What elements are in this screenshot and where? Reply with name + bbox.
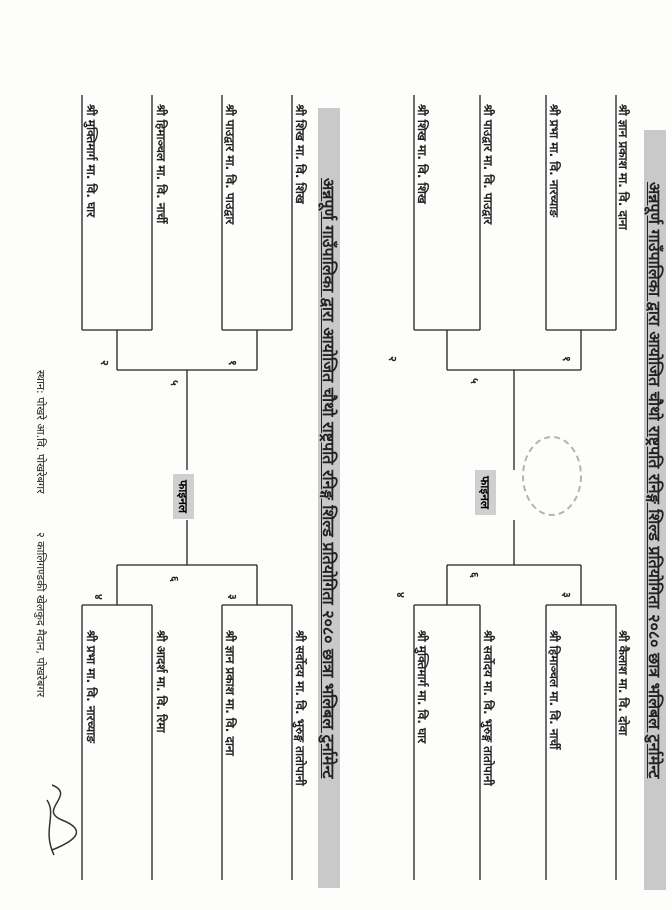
team-1-left-4: श्री शिख मा. वि. शिख bbox=[415, 104, 429, 204]
team-1-right-3: श्री सर्वोदय मा. वि. भुरुङ्ग तातोपानी bbox=[481, 630, 495, 786]
match-num-2-5: ५ bbox=[168, 380, 181, 386]
footer-venue: २ कालिगण्डकी खेलकुद मैदान, पोखरेबगर bbox=[34, 532, 47, 698]
match-num-1-4: ४ bbox=[394, 592, 407, 598]
team-1-left-2: श्री प्रभा मा. वि. नारच्याङ bbox=[547, 104, 561, 218]
match-num-1-5: ५ bbox=[468, 378, 481, 384]
stamp-seal bbox=[522, 436, 582, 516]
team-2-left-1: श्री शिख मा. वि. शिख bbox=[293, 104, 307, 204]
final-label-2: फाइनल bbox=[173, 474, 194, 520]
team-2-right-1: श्री सर्वोदय मा. वि. भुरुङ्ग तातोपानी bbox=[293, 630, 307, 786]
match-num-1-6: ६ bbox=[468, 572, 481, 578]
team-1-left-3: श्री पाउद्वार मा. वि. पाउद्वार bbox=[481, 104, 495, 225]
signature bbox=[46, 784, 78, 856]
team-2-right-3: श्री आदर्श मा. वि. रिमा bbox=[154, 630, 168, 733]
match-num-2-3: ३ bbox=[226, 594, 239, 600]
footer-place: स्थान: पोखरे आ.वि. पोखरेबगर bbox=[34, 370, 47, 494]
match-num-2-6: ६ bbox=[168, 576, 181, 582]
team-2-right-4: श्री प्रभा मा. वि. नारच्याङ bbox=[84, 630, 98, 744]
team-1-right-1: श्री कैलाश मा. वि. दोवा bbox=[616, 630, 630, 736]
match-num-1-1: १ bbox=[560, 356, 573, 362]
match-num-1-3: ३ bbox=[560, 592, 573, 598]
team-2-left-4: श्री मुक्तिमार्ग मा. वि. घार bbox=[84, 104, 98, 218]
team-2-right-2: श्री ज्ञान प्रकाश मा. वि. दाना bbox=[223, 630, 237, 756]
match-num-1-2: २ bbox=[386, 356, 399, 362]
match-num-2-1: १ bbox=[226, 360, 239, 366]
team-2-left-3: श्री हिमाञ्चल मा. वि. नार्ची bbox=[154, 104, 168, 224]
match-num-2-2: २ bbox=[98, 360, 111, 366]
bracket-title-1: अन्नपूर्ण गाउँपालिका द्वारा आयोजित चौथो … bbox=[645, 182, 664, 779]
match-num-2-4: ४ bbox=[92, 594, 105, 600]
final-label-1: फाइनल bbox=[475, 470, 496, 516]
bracket-title-2: अन्नपूर्ण गाउँपालिका द्वारा आयोजित चौथो … bbox=[319, 178, 338, 779]
team-1-right-2: श्री हिमाञ्चल मा. वि. नार्ची bbox=[547, 630, 561, 750]
team-1-left-1: श्री ज्ञान प्रकाश मा. वि. दाना bbox=[616, 104, 630, 230]
team-2-left-2: श्री पाउद्वार मा. वि. पाउद्वार bbox=[223, 104, 237, 225]
team-1-right-4: श्री मुक्तिमार्ग मा. वि. घार bbox=[415, 630, 429, 744]
